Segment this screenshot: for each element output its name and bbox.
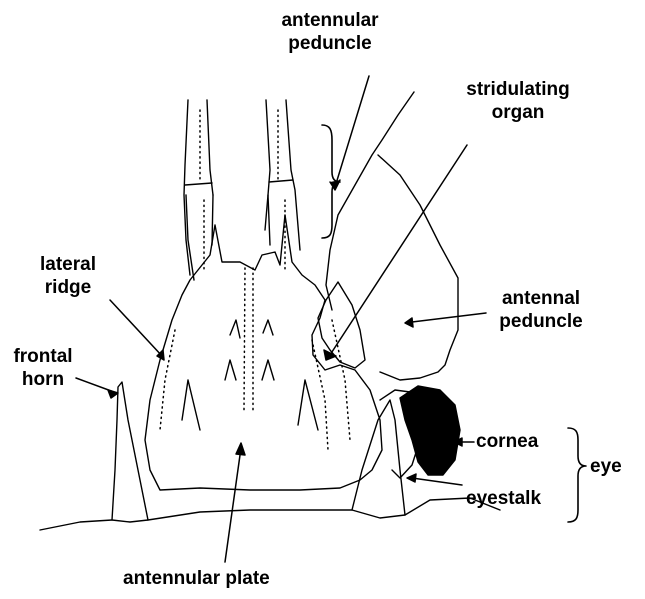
label-antennular-peduncle: antennular peduncle bbox=[270, 9, 390, 55]
label-antennular-peduncle-line2: peduncle bbox=[270, 32, 390, 55]
label-antennular-peduncle-line1: antennular bbox=[270, 9, 390, 32]
leader-arrows bbox=[76, 76, 486, 562]
label-stridulating-organ-line2: organ bbox=[448, 101, 588, 124]
label-lateral-ridge: lateral ridge bbox=[28, 253, 108, 299]
frontal-horn-left bbox=[112, 382, 148, 522]
label-stridulating-organ-line1: stridulating bbox=[448, 78, 588, 101]
label-eye: eye bbox=[590, 455, 622, 478]
eye-brace bbox=[568, 428, 586, 522]
label-antennal-peduncle-line2: peduncle bbox=[485, 310, 597, 333]
antennular-plate-outline bbox=[145, 215, 382, 490]
label-stridulating-organ: stridulating organ bbox=[448, 78, 588, 124]
antennal-peduncle-drawing bbox=[326, 92, 458, 380]
label-frontal-horn-line2: horn bbox=[5, 368, 81, 391]
antennular-peduncle-drawing bbox=[184, 100, 300, 280]
label-eyestalk: eyestalk bbox=[466, 487, 541, 510]
eye-drawing bbox=[380, 386, 460, 478]
cornea-shape bbox=[400, 386, 460, 475]
label-antennal-peduncle-line1: antennal bbox=[485, 287, 597, 310]
label-antennal-peduncle: antennal peduncle bbox=[485, 287, 597, 333]
label-frontal-horn: frontal horn bbox=[5, 345, 81, 391]
label-cornea: cornea bbox=[476, 430, 538, 453]
label-frontal-horn-line1: frontal bbox=[5, 345, 81, 368]
label-lateral-ridge-line1: lateral bbox=[28, 253, 108, 276]
label-lateral-ridge-line2: ridge bbox=[28, 276, 108, 299]
stipple-lines bbox=[160, 110, 350, 450]
body-margin bbox=[40, 498, 500, 530]
label-antennular-plate: antennular plate bbox=[123, 567, 270, 590]
plate-spines bbox=[182, 320, 318, 430]
